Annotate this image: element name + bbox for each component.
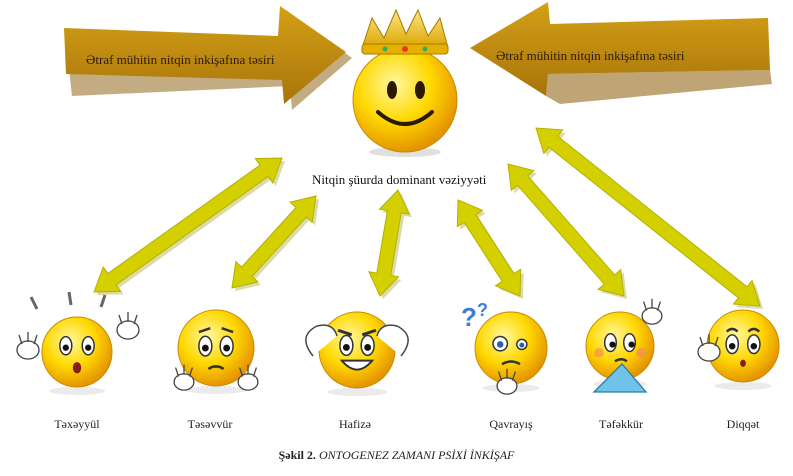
link-arrow-2 bbox=[231, 195, 319, 291]
question-mark-icon: ? bbox=[477, 300, 488, 320]
figure-caption: Şəkil 2. ONTOGENEZ ZAMANI PSİXİ İNKİŞAF bbox=[0, 448, 793, 463]
link-arrow-6 bbox=[535, 127, 763, 309]
question-mark-icon: ? bbox=[461, 302, 477, 332]
link-arrow-5 bbox=[507, 163, 627, 299]
link-arrow-4 bbox=[456, 199, 524, 299]
fan-icon bbox=[592, 363, 648, 393]
thinking-smiley-icon bbox=[585, 298, 663, 393]
link-arrows bbox=[93, 127, 763, 309]
right-arrow-label: Ətraf mühitin nitqin inkişafına təsiri bbox=[496, 48, 685, 63]
attentive-smiley-icon bbox=[697, 309, 780, 390]
link-arrow-1 bbox=[93, 157, 285, 295]
crown-icon bbox=[361, 8, 449, 55]
node-label-qavrayis: Qavrayış bbox=[489, 417, 533, 431]
strong-smiley-icon bbox=[305, 311, 409, 396]
caption-prefix: Şəkil 2. bbox=[278, 448, 316, 462]
node-label-tefekkur: Təfəkkür bbox=[599, 417, 643, 431]
link-arrow-3 bbox=[368, 189, 413, 299]
center-label: Nitqin şüurda dominant vəziyyəti bbox=[312, 172, 487, 187]
caption-title: ONTOGENEZ ZAMANI PSİXİ İNKİŞAF bbox=[318, 448, 515, 462]
node-label-texeyyul: Təxəyyül bbox=[54, 417, 100, 431]
node-icons: ?? bbox=[16, 291, 780, 396]
confused-smiley-icon: ?? bbox=[461, 300, 548, 395]
left-arrow-label: Ətraf mühitin nitqin inkişafına təsiri bbox=[86, 52, 275, 67]
node-label-hafize: Hafizə bbox=[339, 417, 371, 431]
left-influence-arrow bbox=[64, 6, 352, 110]
worried-smiley-icon bbox=[173, 309, 259, 394]
node-label-diqqet: Diqqət bbox=[726, 417, 760, 431]
crowned-smiley-icon bbox=[352, 8, 458, 157]
node-label-tesevvur: Təsəvvür bbox=[187, 417, 233, 431]
surprised-smiley-icon bbox=[16, 291, 140, 395]
right-influence-arrow bbox=[470, 2, 772, 104]
